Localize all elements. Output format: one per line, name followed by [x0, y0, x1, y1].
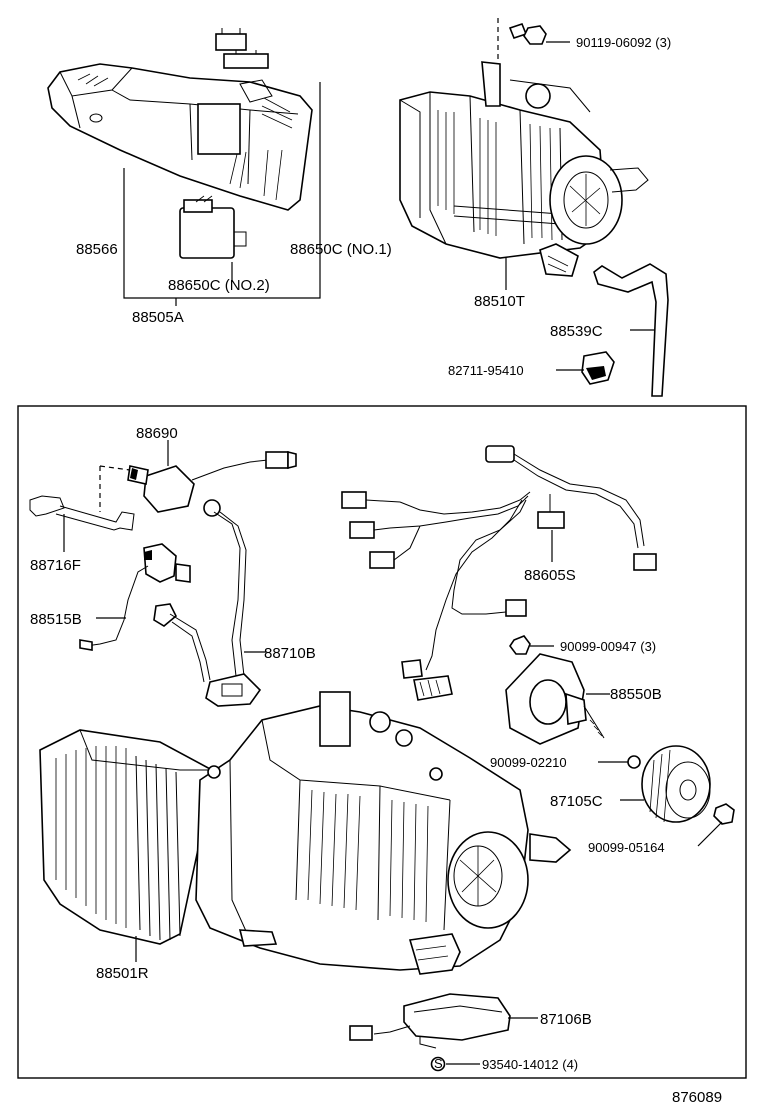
label-88505a: 88505A [132, 309, 184, 326]
label-88650c-no2: 88650C (NO.2) [168, 277, 270, 294]
label-87105c: 87105C [550, 793, 603, 810]
washer-90099-02210-drawing [598, 755, 641, 769]
sensor-88690-drawing [99, 440, 297, 513]
bracket-88505a [123, 82, 321, 299]
screw-90099-00947-drawing [509, 635, 554, 655]
harness-88710b-drawing [153, 499, 266, 707]
screw-93540-drawing: S [430, 1056, 480, 1072]
label-88550b: 88550B [610, 686, 662, 703]
blower-motor-88550b-drawing [505, 653, 610, 745]
nut-90099-05164-drawing [697, 803, 735, 847]
label-88501r: 88501R [96, 965, 149, 982]
label-93540-14012: 93540-14012 (4) [482, 1057, 578, 1072]
heater-unit-88510t-drawing [399, 18, 649, 290]
lower-assembly-frame [17, 405, 747, 1079]
sensor-88515b-drawing [79, 543, 191, 651]
screw-90119-drawing [497, 18, 547, 66]
hose-88539c-drawing [593, 263, 669, 397]
label-88510t: 88510T [474, 293, 525, 310]
label-90099-00947: 90099-00947 (3) [560, 639, 656, 654]
label-82711-95410: 82711-95410 [448, 363, 524, 378]
label-90099-02210: 90099-02210 [490, 755, 567, 770]
label-88716f: 88716F [30, 557, 81, 574]
label-88539c: 88539C [550, 323, 603, 340]
duct-assembly-group [47, 28, 321, 306]
amplifier-87106b-drawing [349, 993, 538, 1049]
connector-top-drawing [215, 28, 269, 69]
label-90119-06092: 90119-06092 (3) [576, 35, 671, 50]
pipe-88716f-drawing [29, 495, 135, 552]
label-88690: 88690 [136, 425, 178, 442]
diagram-id: 876089 [672, 1089, 722, 1106]
label-88566: 88566 [76, 241, 118, 258]
harness-88605s-drawing [341, 445, 657, 701]
label-90099-05164: 90099-05164 [588, 840, 665, 855]
label-88605s: 88605S [524, 567, 576, 584]
s-symbol: S [434, 1056, 443, 1071]
fan-87105c-drawing [620, 745, 711, 823]
label-88515b: 88515B [30, 611, 82, 628]
duct-88566-drawing [47, 63, 313, 211]
label-87106b: 87106B [540, 1011, 592, 1028]
air-conditioning-unit-88501r-drawing [39, 691, 572, 975]
clip-82711-drawing [556, 351, 615, 385]
servo-motor-no2-drawing [179, 195, 247, 259]
label-88710b: 88710B [264, 645, 316, 662]
label-88650c-no1: 88650C (NO.1) [290, 241, 392, 258]
